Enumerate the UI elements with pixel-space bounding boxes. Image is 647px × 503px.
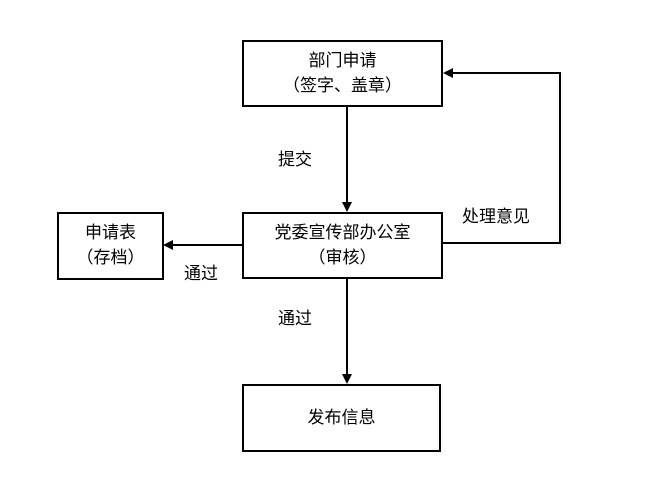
node-department-application: 部门申请 （签字、盖章） bbox=[242, 40, 443, 107]
left-arrowhead-icon bbox=[163, 240, 173, 250]
edge-label-pass-archive: 通过 bbox=[184, 264, 218, 284]
node-publish-info: 发布信息 bbox=[242, 384, 441, 452]
edge-handling-opinion-bottom-segment bbox=[443, 242, 561, 244]
edge-pass-publish-line bbox=[346, 279, 348, 374]
node-application-form-line1: 申请表 bbox=[85, 223, 136, 243]
node-propaganda-office-line2: （审核） bbox=[308, 247, 377, 268]
node-propaganda-office: 党委宣传部办公室 （审核） bbox=[242, 212, 443, 279]
node-application-form-line2: （存档） bbox=[76, 248, 145, 268]
edge-label-handling-opinion: 处理意见 bbox=[462, 207, 530, 227]
down-arrowhead-icon bbox=[342, 374, 352, 384]
down-arrowhead-icon bbox=[342, 202, 352, 212]
node-application-form: 申请表 （存档） bbox=[57, 212, 164, 280]
edge-label-submit: 提交 bbox=[278, 150, 312, 170]
node-department-application-line2: （签字、盖章） bbox=[283, 75, 402, 96]
node-department-application-line1: 部门申请 bbox=[308, 50, 377, 71]
edge-handling-opinion-vertical-segment bbox=[559, 72, 561, 244]
edge-handling-opinion-top-segment bbox=[453, 72, 561, 74]
edge-submit-line bbox=[346, 107, 348, 203]
node-propaganda-office-line1: 党委宣传部办公室 bbox=[274, 222, 411, 243]
node-publish-info-line1: 发布信息 bbox=[307, 407, 376, 428]
left-arrowhead-icon bbox=[443, 68, 453, 78]
edge-label-pass-publish: 通过 bbox=[278, 309, 312, 329]
edge-pass-archive-line bbox=[173, 244, 242, 246]
